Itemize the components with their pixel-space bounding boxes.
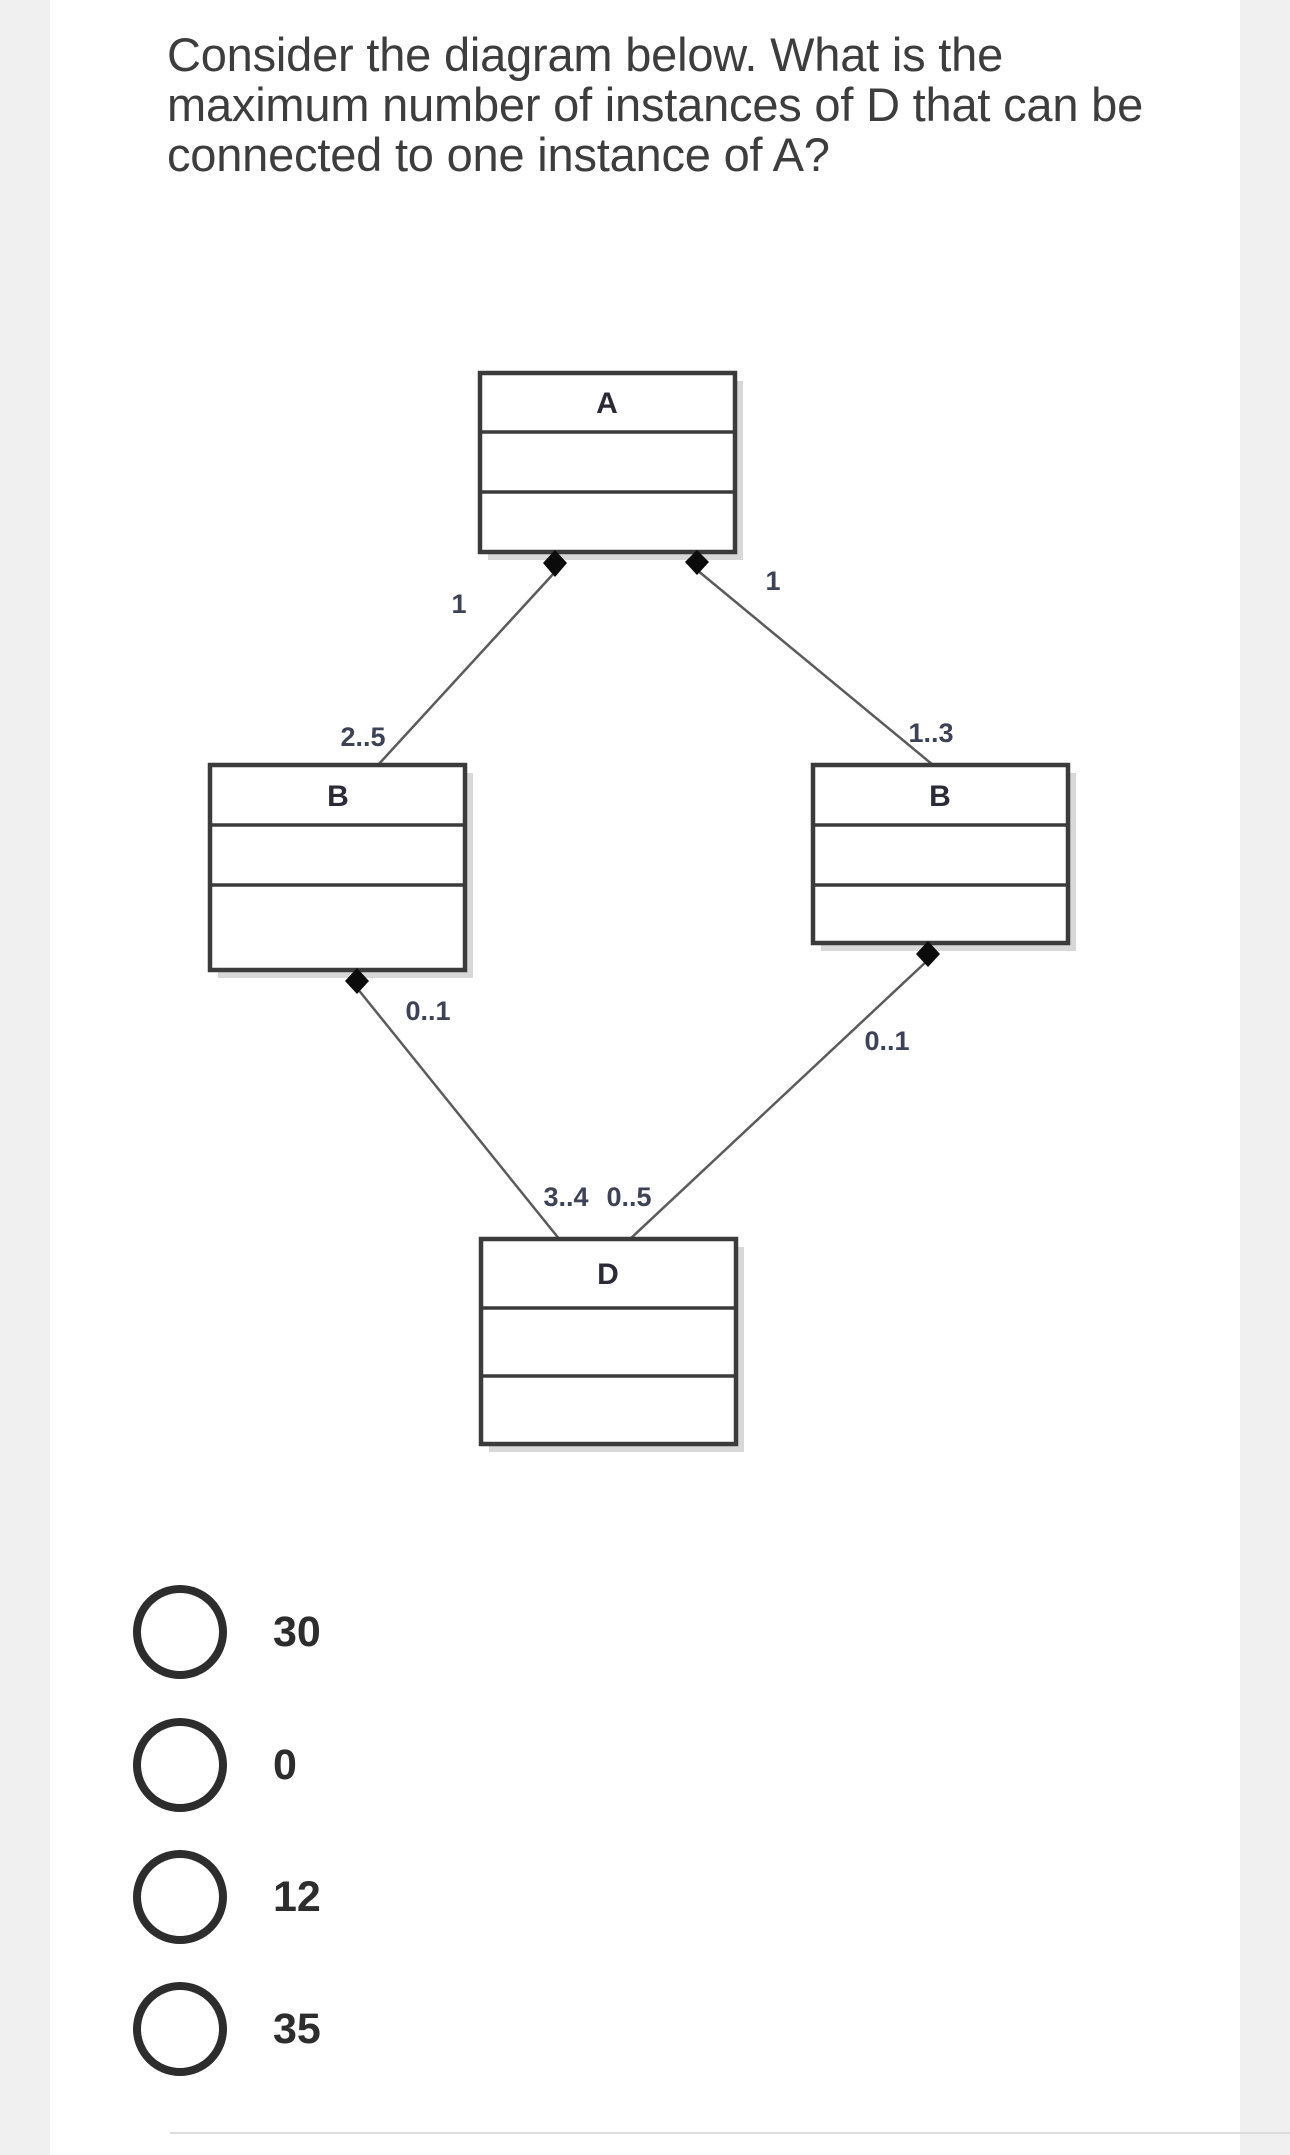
assoc-a-bright-line — [696, 569, 934, 766]
mult-bright-bottom: 0..1 — [864, 1026, 909, 1056]
class-b-left-box — [207, 762, 468, 973]
mult-d-right: 0..5 — [606, 1182, 651, 1212]
radio-button[interactable] — [133, 1982, 227, 2076]
option-label: 0 — [273, 1740, 297, 1789]
answer-option-0[interactable]: 0 — [133, 1718, 297, 1812]
class-d-box — [478, 1236, 739, 1447]
uml-diagram: A B B D 1 1 2..5 1..3 0..1 0..1 3..4 0..… — [207, 370, 1076, 1452]
question-line-2: maximum number of instances of D that ca… — [167, 78, 1144, 131]
bottom-divider — [170, 2132, 1290, 2134]
question-line-1: Consider the diagram below. What is the — [167, 28, 1004, 81]
composition-diamond-a-left-icon — [543, 550, 567, 577]
mult-a-left: 1 — [451, 589, 466, 619]
mult-bleft-bottom: 0..1 — [405, 996, 450, 1026]
assoc-bright-d-line — [628, 959, 929, 1241]
class-b-right-box — [810, 762, 1071, 946]
answer-option-30[interactable]: 30 — [133, 1585, 321, 1679]
class-a-label: A — [596, 387, 618, 420]
quiz-card: Consider the diagram below. What is the … — [50, 0, 1290, 2155]
option-label: 35 — [273, 2004, 321, 2053]
class-b-left-label: B — [327, 780, 349, 813]
class-a-box — [477, 370, 738, 555]
composition-diamond-b-left-icon — [345, 968, 369, 994]
answer-option-12[interactable]: 12 — [133, 1850, 321, 1944]
option-label: 30 — [273, 1607, 321, 1656]
class-d-label: D — [597, 1258, 619, 1291]
composition-diamond-a-right-icon — [685, 550, 709, 575]
radio-button[interactable] — [133, 1850, 227, 1944]
mult-a-right: 1 — [765, 566, 780, 596]
assoc-bleft-d-line — [356, 987, 561, 1241]
question-text: Consider the diagram below. What is the … — [167, 30, 1227, 180]
composition-diamond-b-right-icon — [916, 941, 940, 967]
mult-b-left: 2..5 — [340, 722, 385, 752]
mult-b-right: 1..3 — [908, 718, 953, 748]
answer-option-35[interactable]: 35 — [133, 1982, 321, 2076]
radio-button[interactable] — [133, 1718, 227, 1812]
radio-button[interactable] — [133, 1585, 227, 1679]
mult-d-left: 3..4 — [543, 1182, 588, 1212]
class-b-right-label: B — [929, 780, 951, 813]
question-line-3: connected to one instance of A? — [167, 128, 830, 181]
assoc-a-bleft-line — [377, 571, 556, 766]
option-label: 12 — [273, 1872, 321, 1921]
